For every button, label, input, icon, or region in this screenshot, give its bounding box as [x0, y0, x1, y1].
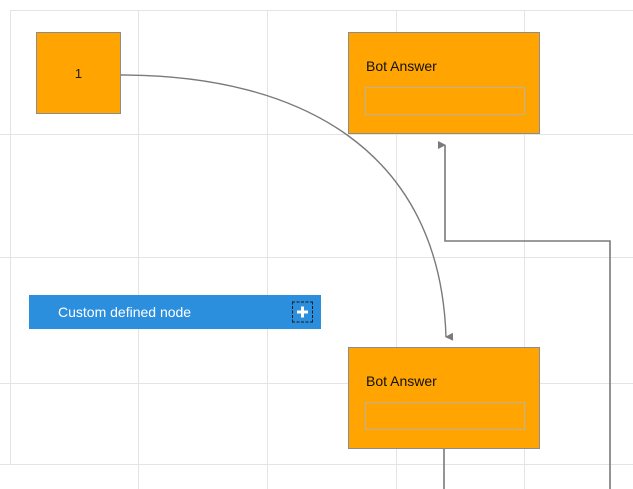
- bot-answer-node-1-title: Bot Answer: [366, 58, 437, 74]
- connector-bot-answer-2-to-bot-answer-1[interactable]: [444, 145, 611, 489]
- flow-node-1[interactable]: 1: [36, 32, 121, 114]
- bot-answer-node-2-slot[interactable]: [365, 402, 525, 430]
- bot-answer-node-1[interactable]: Bot Answer: [348, 32, 540, 134]
- flow-node-1-label: 1: [74, 65, 83, 81]
- connector-node1-to-bot-answer-2[interactable]: [120, 74, 454, 341]
- plus-icon[interactable]: [292, 301, 313, 323]
- bot-answer-node-1-slot[interactable]: [365, 87, 525, 115]
- bot-answer-node-2-title: Bot Answer: [366, 373, 437, 389]
- custom-defined-node-label: Custom defined node: [58, 304, 192, 320]
- custom-defined-node-bar[interactable]: Custom defined node: [29, 295, 321, 329]
- bot-answer-node-2[interactable]: Bot Answer: [348, 347, 540, 449]
